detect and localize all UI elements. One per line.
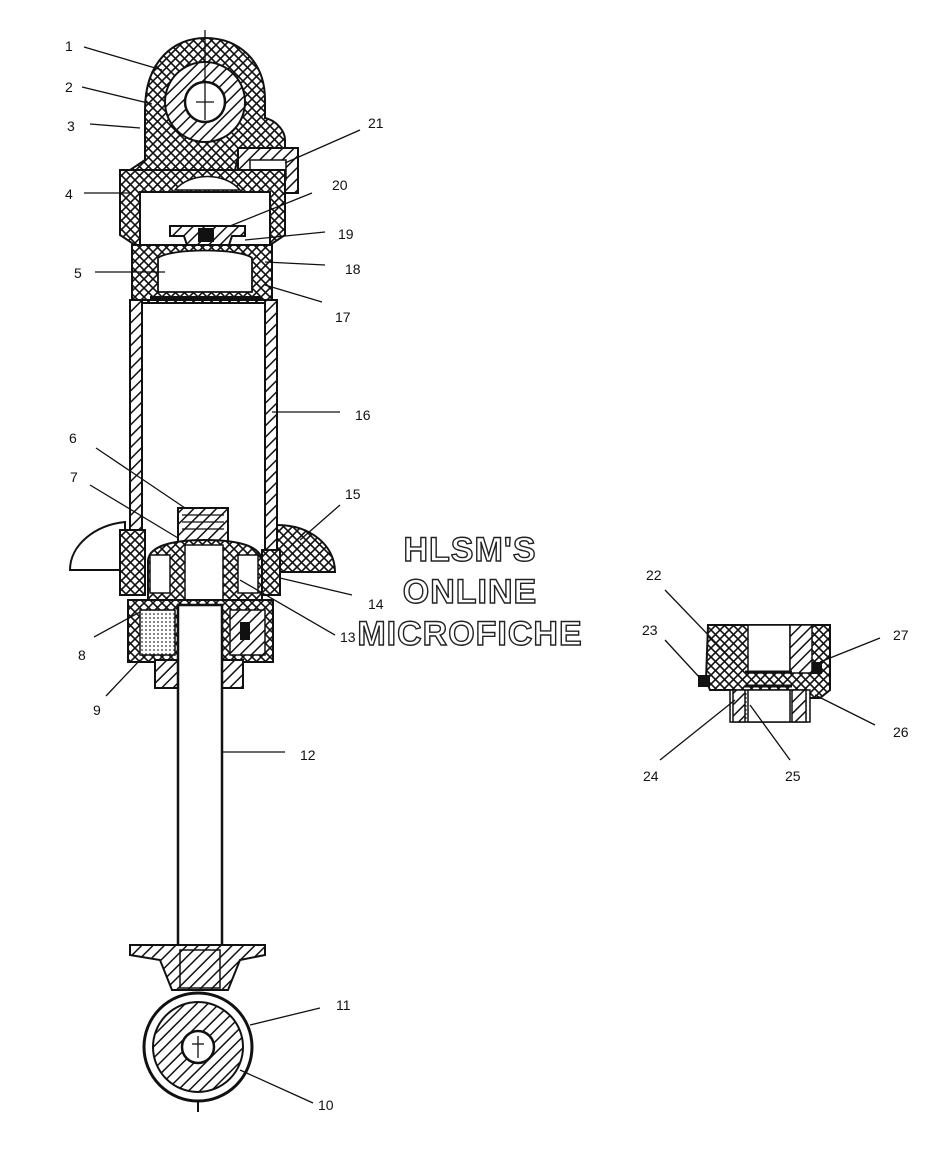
callout-8: 8 (78, 647, 86, 663)
callout-7: 7 (70, 469, 78, 485)
main-piston (119, 507, 281, 606)
callout-2: 2 (65, 79, 73, 95)
callout-9: 9 (93, 702, 101, 718)
spring-retainer (68, 520, 337, 573)
callout-18: 18 (345, 261, 361, 277)
callout-17: 17 (335, 309, 351, 325)
watermark-line-1: HLSM'S (403, 531, 536, 569)
callout-24: 24 (643, 768, 659, 784)
callout-25: 25 (785, 768, 801, 784)
callout-22: 22 (646, 567, 662, 583)
top-eyelet (119, 30, 286, 197)
callout-15: 15 (345, 486, 361, 502)
callout-6: 6 (69, 430, 77, 446)
bottom-eyelet (129, 944, 266, 1112)
callout-14: 14 (368, 596, 384, 612)
callout-10: 10 (318, 1097, 334, 1113)
callout-labels: 1 2 3 4 5 6 7 8 9 10 11 12 13 14 15 16 1… (65, 38, 909, 1113)
callout-4: 4 (65, 186, 73, 202)
watermark: HLSM'S ONLINE MICROFICHE (357, 530, 583, 653)
callout-12: 12 (300, 747, 316, 763)
callout-26: 26 (893, 724, 909, 740)
floating-piston (131, 244, 273, 304)
callout-19: 19 (338, 226, 354, 242)
callout-3: 3 (67, 118, 75, 134)
seal-head-detail (698, 624, 831, 723)
callout-27: 27 (893, 627, 909, 643)
callout-23: 23 (642, 622, 658, 638)
piston-shaft (176, 603, 224, 952)
callout-11: 11 (336, 997, 351, 1013)
callout-13: 13 (340, 629, 356, 645)
callout-1: 1 (65, 38, 73, 54)
watermark-line-2: ONLINE (403, 573, 537, 611)
leader-lines (81, 46, 881, 1104)
watermark-line-3: MICROFICHE (357, 615, 582, 653)
body-tube (129, 299, 278, 556)
callout-16: 16 (355, 407, 371, 423)
callout-5: 5 (74, 265, 82, 281)
callout-20: 20 (332, 177, 348, 193)
callout-21: 21 (368, 115, 384, 131)
